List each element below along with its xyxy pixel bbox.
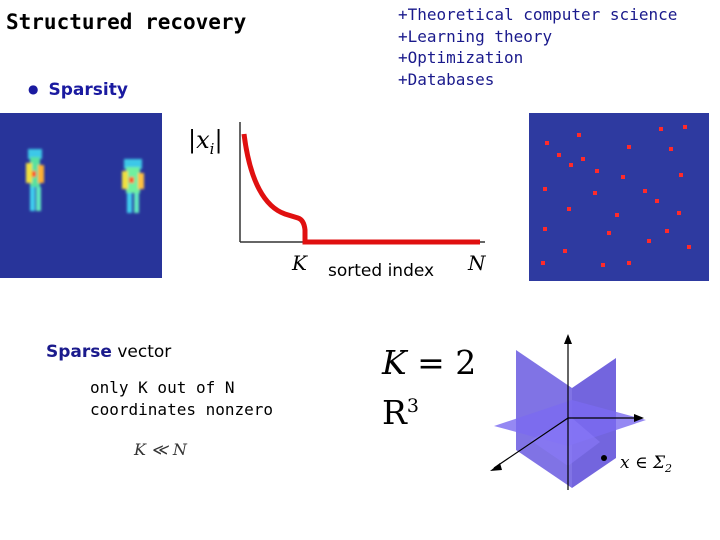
spike-points [541, 125, 691, 267]
k-value: = 2 [406, 343, 477, 382]
membership-subscript: 2 [664, 462, 672, 475]
sorted-magnitude-plot: |xi| K N [188, 122, 487, 275]
bullet-sparsity: ● Sparsity [28, 80, 128, 100]
k-tick-label: K [291, 251, 308, 275]
bullet-text: Sparsity [48, 80, 128, 100]
membership-label: x ∈ Σ2 [620, 453, 672, 475]
x-axis-3d [493, 417, 569, 469]
spikes-svg [541, 125, 691, 267]
n-tick-label: N [467, 251, 487, 275]
space-symbol: R3 [382, 393, 419, 432]
sparse-spikes-figure [529, 113, 709, 281]
k-symbol: K [382, 343, 407, 382]
sparse-point-marker [601, 455, 607, 461]
topic-item: +Optimization [398, 48, 524, 67]
sparse-keyword: Sparse [46, 342, 112, 362]
sparse-image-svg [26, 149, 144, 213]
sparsity-condition: K ≪ N [134, 440, 187, 459]
sparse-rest: vector [111, 342, 172, 362]
topic-list: +Theoretical computer science +Learning … [398, 4, 677, 90]
y-arrow-icon [634, 414, 644, 422]
topic-item: +Learning theory [398, 26, 553, 46]
space-base: R [382, 393, 407, 432]
space-exponent: 3 [406, 395, 419, 417]
figure-left-blob [26, 149, 44, 211]
z-arrow-icon [564, 334, 572, 344]
desc-line: only K out of N [90, 378, 235, 397]
x-arrow-icon [490, 463, 502, 471]
union-of-subspaces-figure: x ∈ Σ2 [490, 334, 672, 490]
y-axis-label: |xi| [188, 126, 223, 158]
membership-text: x ∈ Σ [620, 453, 666, 473]
k-equation: K = 2 [382, 343, 476, 382]
bullet-dot-icon: ● [28, 82, 39, 96]
topic-item: +Databases [398, 69, 495, 89]
sparse-image-figure [0, 113, 162, 278]
figure-right-blob [122, 159, 144, 213]
magnitude-curve [241, 133, 480, 245]
sparse-vector-heading: Sparse vector [46, 342, 171, 362]
topic-item: +Theoretical computer science [398, 5, 678, 24]
slide-title: Structured recovery [6, 10, 247, 34]
sparse-description: only K out of N coordinates nonzero [90, 377, 273, 421]
plane-front [530, 418, 600, 466]
desc-line: coordinates nonzero [90, 400, 274, 419]
x-axis-label: sorted index [328, 261, 435, 281]
